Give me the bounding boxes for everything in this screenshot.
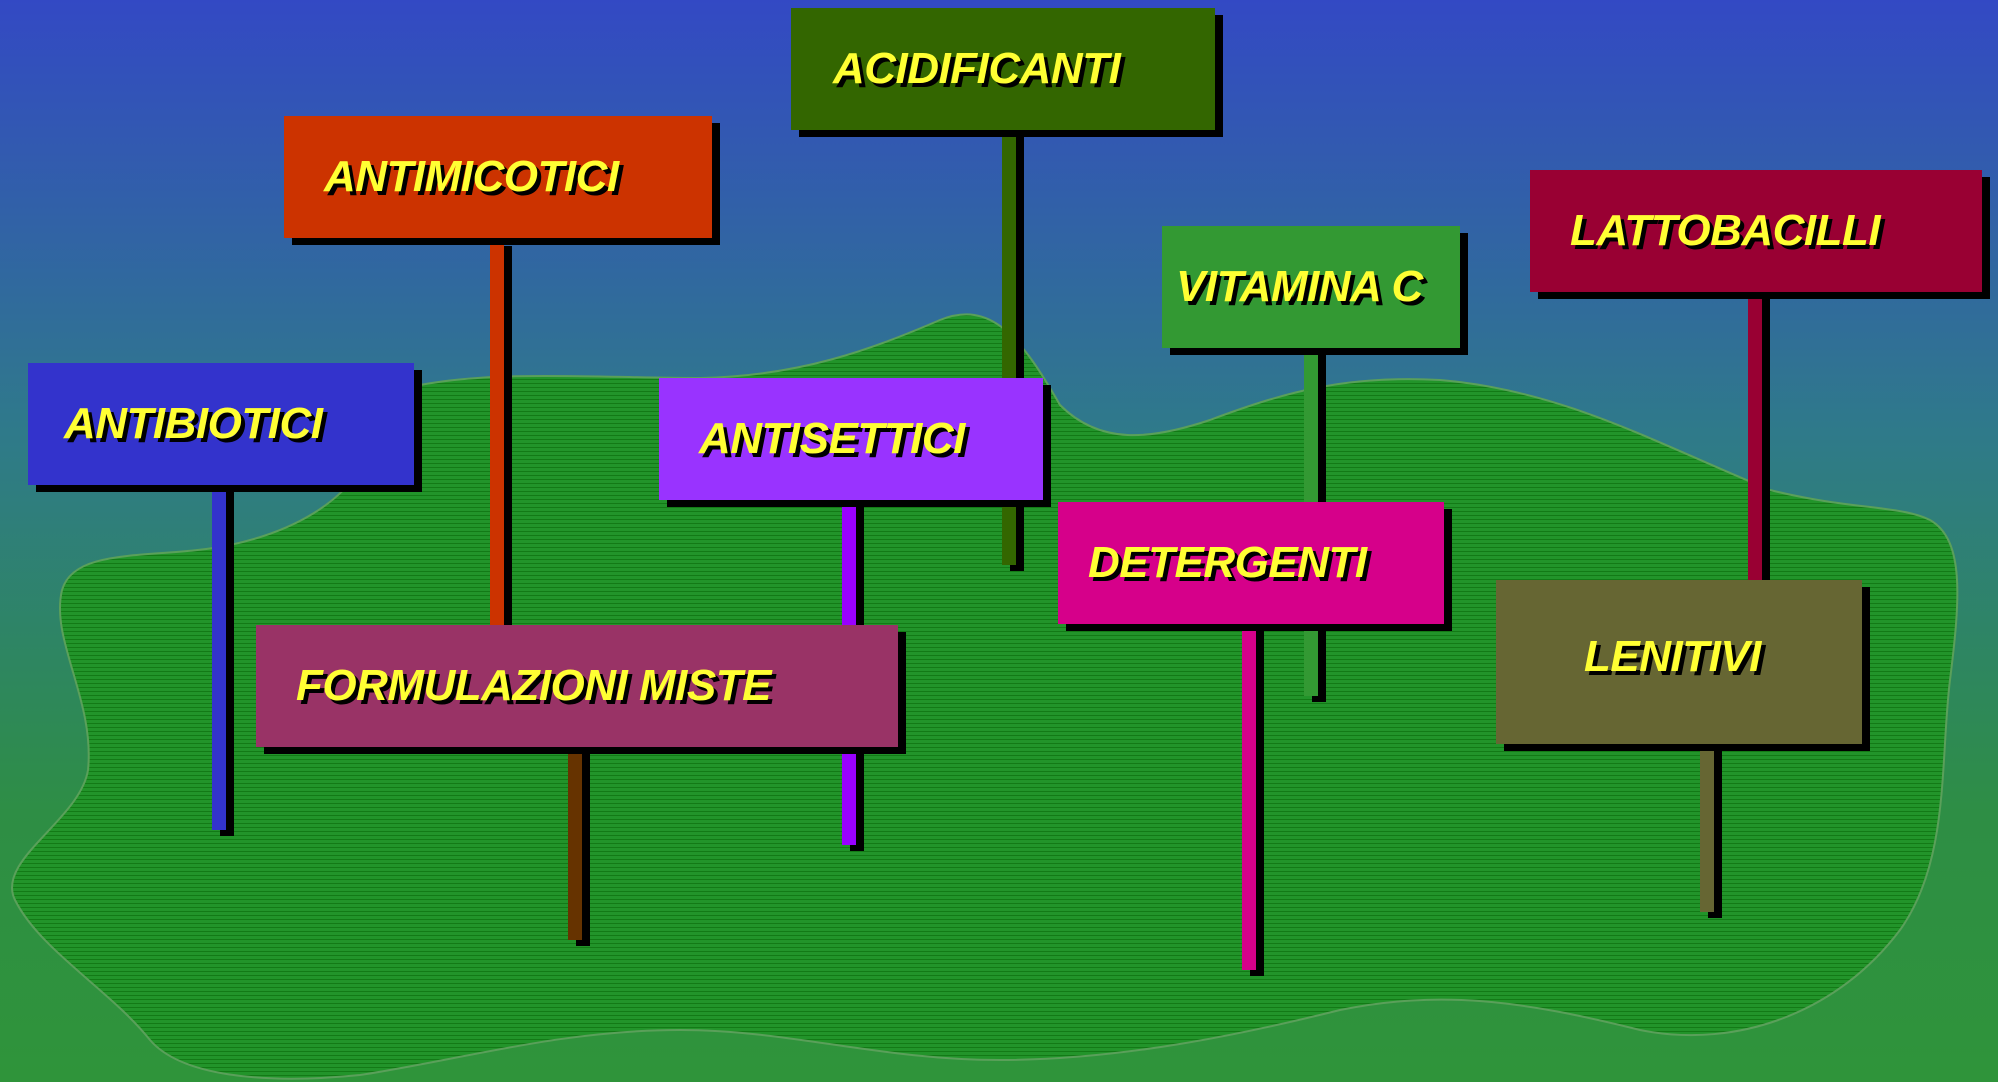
sign-label-lattobacilli: LATTOBACILLI: [1570, 206, 1880, 256]
pole-detergenti: [1242, 622, 1256, 970]
sign-vitamina-c: VITAMINA C: [1162, 226, 1460, 348]
pole-lenitivi: [1700, 740, 1714, 912]
sign-label-lenitivi: LENITIVI: [1584, 632, 1761, 682]
pole-formulazioni-miste: [568, 745, 582, 940]
sign-formulazioni-miste: FORMULAZIONI MISTE: [256, 625, 898, 747]
sign-label-antimicotici: ANTIMICOTICI: [324, 152, 619, 202]
sign-label-detergenti: DETERGENTI: [1088, 538, 1367, 588]
sign-lattobacilli: LATTOBACILLI: [1530, 170, 1982, 292]
sign-acidificanti: ACIDIFICANTI: [791, 8, 1215, 130]
pole-lattobacilli: [1748, 292, 1762, 582]
sign-antisettici: ANTISETTICI: [659, 378, 1043, 500]
sign-label-acidificanti: ACIDIFICANTI: [833, 44, 1120, 94]
sign-antibiotici: ANTIBIOTICI: [28, 363, 414, 485]
sign-antimicotici: ANTIMICOTICI: [284, 116, 712, 238]
sign-label-formulazioni-miste: FORMULAZIONI MISTE: [296, 661, 771, 711]
sign-label-vitamina-c: VITAMINA C: [1176, 262, 1423, 312]
sign-label-antibiotici: ANTIBIOTICI: [64, 399, 322, 449]
pole-antimicotici: [490, 240, 504, 625]
sign-detergenti: DETERGENTI: [1058, 502, 1444, 624]
sign-label-antisettici: ANTISETTICI: [699, 414, 965, 464]
sign-lenitivi: LENITIVI: [1496, 580, 1862, 744]
pole-antibiotici: [212, 485, 226, 830]
